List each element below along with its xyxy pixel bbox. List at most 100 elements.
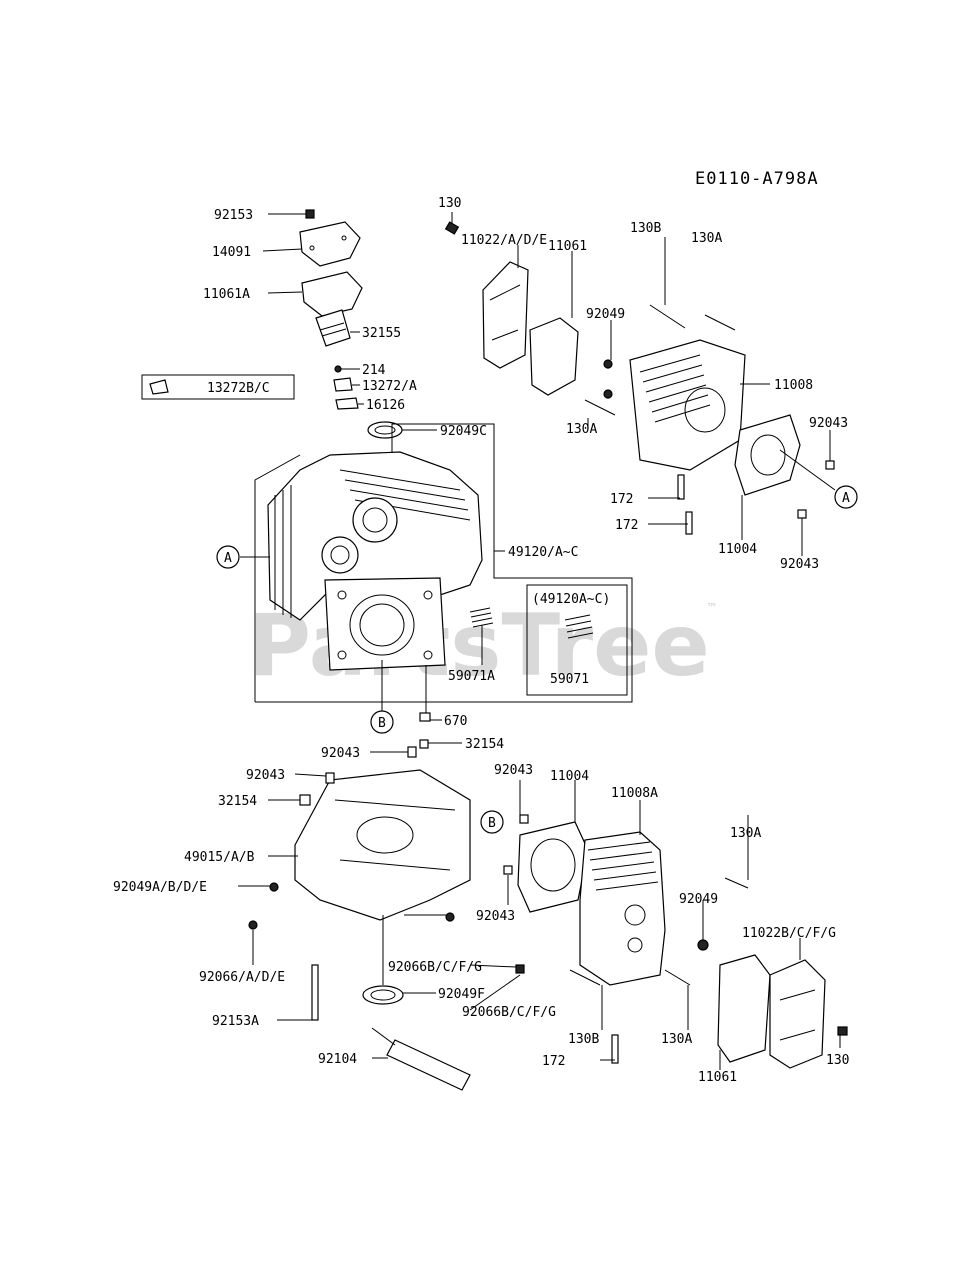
watermark-trademark: ™: [706, 601, 718, 615]
inset-49120AC: [526, 584, 628, 696]
callout-B-lower: B: [370, 660, 394, 734]
label-13272A: 13272/A: [362, 379, 417, 394]
label-92049-low: 92049: [679, 892, 718, 907]
svg-text:B: B: [488, 816, 496, 831]
plug-92066ADE: [248, 920, 258, 930]
label-11004-top: 11004: [718, 542, 757, 557]
label-670: 670: [444, 714, 467, 729]
dowel-92043-r1: [825, 460, 835, 470]
label-59071A: 59071A: [448, 669, 495, 684]
label-92043-r2: 92043: [780, 557, 819, 572]
leader-lines: [238, 212, 841, 1070]
label-92049-top: 92049: [586, 307, 625, 322]
diagram-code: E0110-A798A: [695, 169, 819, 189]
oil-seal-92049F: [362, 985, 404, 1005]
label-172-b: 172: [615, 518, 638, 533]
stud-172-b: [685, 511, 693, 535]
label-11004-low: 11004: [550, 769, 589, 784]
bolt-130-top: [444, 221, 460, 235]
dowel-92043-r2: [797, 509, 807, 519]
label-172-a: 172: [610, 492, 633, 507]
label-49015: 49015/A/B: [184, 850, 255, 865]
label-92043-mid: 92043: [321, 746, 360, 761]
dowel-92043-left: [325, 772, 335, 784]
label-11061A: 11061A: [203, 287, 250, 302]
label-130A-low: 130A: [730, 826, 761, 841]
dowel-92043-mid: [407, 746, 417, 758]
plate-13272: [333, 377, 353, 392]
label-49120AC-box: (49120A~C): [532, 592, 610, 607]
label-92049ABDE: 92049A/B/D/E: [113, 880, 207, 895]
bracket-left-A: [254, 454, 301, 702]
watermark: PartsTree: [248, 596, 710, 696]
label-92104: 92104: [318, 1052, 357, 1067]
label-130A-low2: 130A: [661, 1032, 692, 1047]
gasket-11061-low: [717, 954, 771, 1063]
label-11008A: 11008A: [611, 786, 658, 801]
plug-32154-mid: [419, 739, 429, 749]
label-11022BCFG: 11022B/C/F/G: [742, 926, 836, 941]
plug-32154-left: [299, 794, 311, 806]
plug-92066BCFG: [515, 964, 525, 974]
callout-A-right: A: [834, 485, 858, 509]
label-14091: 14091: [212, 245, 251, 260]
sealant-tube-92104: [371, 1027, 471, 1091]
label-130A-top: 130A: [691, 231, 722, 246]
label-11061-low: 11061: [698, 1070, 737, 1085]
label-130-top: 130: [438, 196, 461, 211]
bolt-130-low: [837, 1026, 848, 1036]
svg-text:A: A: [224, 551, 232, 566]
label-16126: 16126: [366, 398, 405, 413]
plate-13272BC: [149, 379, 169, 395]
label-92049C: 92049C: [440, 424, 487, 439]
cover-plate-14091: [299, 221, 361, 267]
label-130B-top: 130B: [630, 221, 661, 236]
stud-172-a: [677, 474, 685, 500]
label-92049F: 92049F: [438, 987, 485, 1002]
spring-59071A: [469, 607, 494, 628]
inset-13272BC: [141, 374, 295, 400]
gasket-11004-top: [734, 414, 801, 496]
cylinder-head-11008: [629, 339, 746, 471]
label-92043-left: 92043: [246, 768, 285, 783]
bolt-92153A: [311, 964, 319, 1021]
plug-92049-low: [697, 939, 709, 951]
label-130-low: 130: [826, 1053, 849, 1068]
label-11022ADE: 11022/A/D/E: [461, 233, 547, 248]
label-92066ADE: 92066/A/D/E: [199, 970, 285, 985]
bolt-130A-low2: [664, 969, 691, 986]
gasket-11061-top: [529, 317, 579, 396]
svg-text:B: B: [378, 716, 386, 731]
bolt-92153: [305, 209, 315, 219]
label-32154-left: 32154: [218, 794, 257, 809]
label-130A-mid: 130A: [566, 422, 597, 437]
label-92043-low: 92043: [494, 763, 533, 778]
rocker-cover-11022BCFG: [769, 959, 826, 1069]
label-92066BCFG-a: 92066B/C/F/G: [388, 960, 482, 975]
callout-A-left: A: [216, 545, 240, 569]
label-172-low: 172: [542, 1054, 565, 1069]
dowel-92043-low2: [503, 865, 513, 875]
label-49120AC: 49120/A~C: [508, 545, 578, 560]
gasket-11004-low: [517, 821, 589, 913]
label-92153: 92153: [214, 208, 253, 223]
label-92066BCFG-b: 92066B/C/F/G: [462, 1005, 556, 1020]
plug-92049-top: [603, 359, 613, 369]
crankcase-cover-49015: [294, 769, 471, 921]
label-92043-low2: 92043: [476, 909, 515, 924]
bolts-130AB-top: [584, 304, 736, 416]
label-59071: 59071: [550, 672, 589, 687]
label-130B-low: 130B: [568, 1032, 599, 1047]
plug-92049ABDE: [269, 882, 279, 892]
gasket-11061A: [301, 271, 363, 317]
label-214: 214: [362, 363, 386, 378]
callout-B-right: B: [480, 810, 504, 834]
label-32155: 32155: [362, 326, 401, 341]
label-13272BC: 13272B/C: [207, 381, 270, 396]
bolt-130B-low: [569, 969, 601, 986]
spring-59071: [564, 614, 594, 639]
label-92043-r1: 92043: [809, 416, 848, 431]
cylinder-head-11008A: [579, 831, 666, 986]
dowel-92043-low: [519, 814, 529, 824]
